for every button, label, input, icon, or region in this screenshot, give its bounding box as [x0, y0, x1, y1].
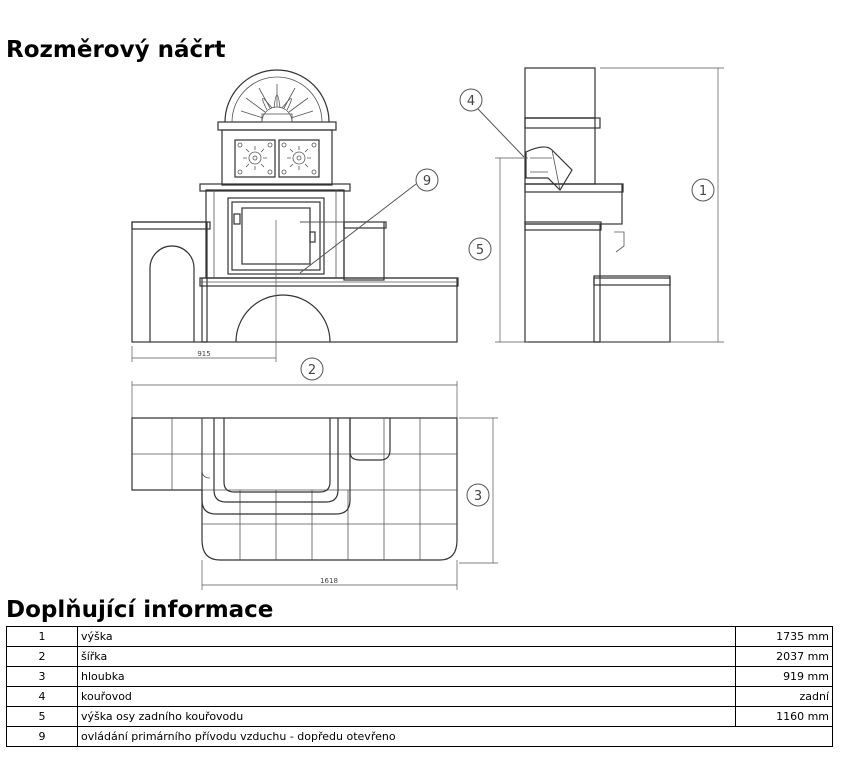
row-label: hloubka	[77, 666, 736, 687]
table-row: 2 šířka 2037 mm	[6, 646, 833, 667]
sketch-heading: Rozměrový náčrt	[6, 37, 226, 63]
row-number: 1	[6, 626, 78, 647]
callout-2: 2	[308, 363, 316, 378]
table-row: 1 výška 1735 mm	[6, 626, 833, 647]
table-row: 3 hloubka 919 mm	[6, 666, 833, 687]
info-table: 1 výška 1735 mm 2 šířka 2037 mm 3 hloubk…	[6, 626, 833, 747]
table-row: 4 kouřovod zadní	[6, 686, 833, 707]
callout-4: 4	[467, 94, 475, 109]
table-row: 9 ovládání primárního přívodu vzduchu - …	[6, 726, 833, 747]
row-label: ovládání primárního přívodu vzduchu - do…	[77, 726, 833, 747]
callout-3: 3	[474, 489, 482, 504]
table-row: 5 výška osy zadního kouřovodu 1160 mm	[6, 706, 833, 727]
row-label: výška	[77, 626, 736, 647]
row-number: 9	[6, 726, 78, 747]
row-number: 3	[6, 666, 78, 687]
dimension-sketch: 915 9 1 5 4	[131, 67, 724, 590]
row-number: 4	[6, 686, 78, 707]
row-value: 1160 mm	[735, 706, 833, 727]
row-value: 2037 mm	[735, 646, 833, 667]
dim-label-915: 915	[197, 350, 210, 358]
callout-9: 9	[423, 174, 431, 189]
row-value: 1735 mm	[735, 626, 833, 647]
row-label: šířka	[77, 646, 736, 667]
row-number: 2	[6, 646, 78, 667]
callout-1: 1	[699, 184, 707, 199]
row-label: výška osy zadního kouřovodu	[77, 706, 736, 727]
row-value: zadní	[735, 686, 833, 707]
row-number: 5	[6, 706, 78, 727]
callout-5: 5	[476, 243, 484, 258]
row-value: 919 mm	[735, 666, 833, 687]
top-view: 2 3 1618	[131, 357, 498, 590]
side-view: 1 5 4	[459, 67, 724, 343]
dim-label-1618: 1618	[320, 577, 338, 585]
info-heading: Doplňující informace	[6, 597, 274, 623]
front-view: 915 9	[131, 69, 459, 362]
row-label: kouřovod	[77, 686, 736, 707]
